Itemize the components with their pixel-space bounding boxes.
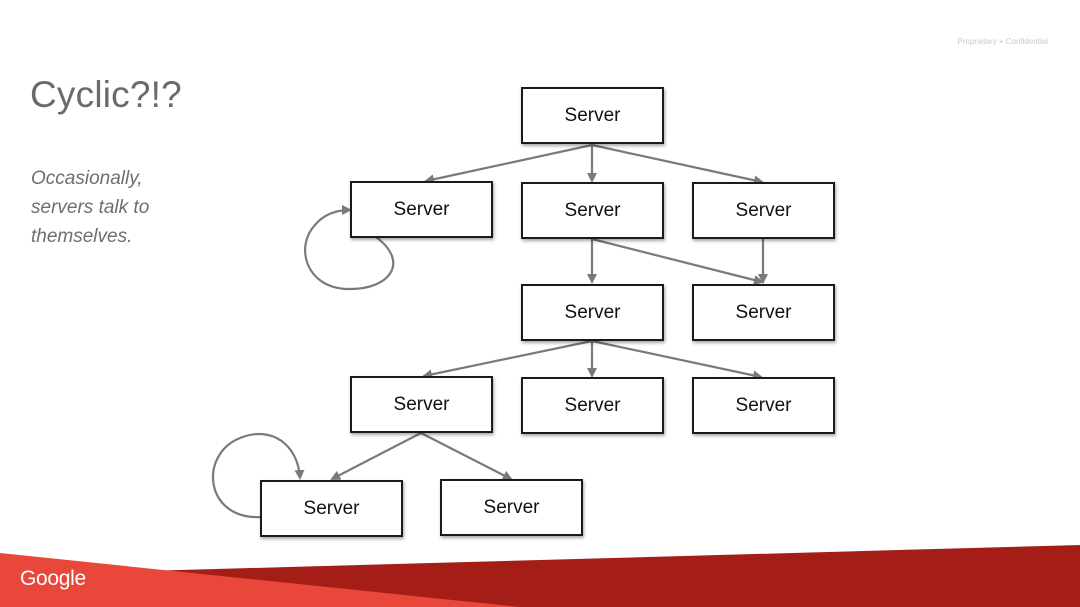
server-node-l3-mid: Server bbox=[521, 377, 664, 434]
server-node-l2-mid: Server bbox=[521, 284, 664, 341]
slide-subtitle: Occasionally, servers talk to themselves… bbox=[31, 164, 201, 251]
server-node-l2-right: Server bbox=[692, 284, 835, 341]
server-node-l1-right: Server bbox=[692, 182, 835, 239]
edge-l2-mid-to-l3-left bbox=[422, 339, 593, 380]
edge-l3-left-to-l4-right bbox=[420, 432, 513, 480]
subtitle-line-3: themselves. bbox=[31, 226, 133, 247]
server-node-l3-left: Server bbox=[350, 376, 493, 433]
subtitle-line-1: Occasionally, bbox=[31, 168, 143, 189]
server-node-l1-left: Server bbox=[350, 181, 493, 238]
google-logo: Google bbox=[20, 567, 86, 590]
edge-l2-mid-to-l3-right bbox=[591, 339, 763, 381]
edge-l1-mid-to-l2-right bbox=[591, 237, 764, 285]
server-node-l1-mid: Server bbox=[521, 182, 664, 239]
edge-root-to-l1-right bbox=[591, 143, 764, 186]
server-node-l4-left: Server bbox=[260, 480, 403, 537]
server-node-root: Server bbox=[521, 87, 664, 144]
subtitle-line-2: servers talk to bbox=[31, 197, 150, 218]
slide-title: Cyclic?!? bbox=[30, 74, 182, 115]
self-loop-l4-left bbox=[212, 432, 305, 519]
edge-root-to-l1-left bbox=[424, 143, 593, 185]
self-loop-l1-left bbox=[304, 205, 395, 291]
confidential-label: Proprietary + Confidential bbox=[957, 37, 1049, 46]
server-node-l4-right: Server bbox=[440, 479, 583, 536]
edge-l3-left-to-l4-left bbox=[330, 432, 422, 480]
footer-red-band bbox=[0, 553, 520, 607]
server-node-l3-right: Server bbox=[692, 377, 835, 434]
